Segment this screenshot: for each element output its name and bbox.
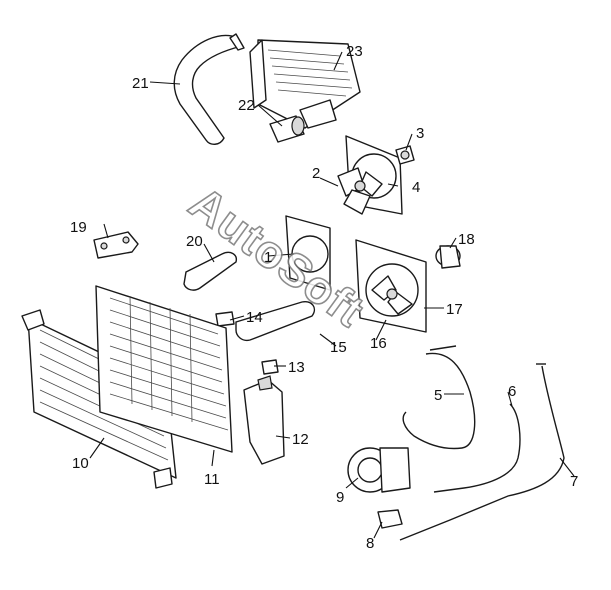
- part-fans-lower: [285, 215, 427, 333]
- leader-lines: [89, 51, 575, 539]
- part-ac-compressor: [347, 447, 411, 529]
- callout-3: 3: [416, 125, 424, 142]
- part-radiator: [95, 285, 233, 453]
- part-lower-hoses: [183, 251, 316, 342]
- callout-20: 20: [186, 233, 203, 250]
- callout-18: 18: [458, 231, 475, 248]
- part-bracket: [93, 231, 139, 259]
- callout-19: 19: [70, 219, 87, 236]
- callout-12: 12: [292, 431, 309, 448]
- callout-2: 2: [312, 165, 320, 182]
- callout-6: 6: [508, 383, 516, 400]
- callout-13: 13: [288, 359, 305, 376]
- part-coolant-reservoir: [243, 375, 285, 465]
- callout-4: 4: [412, 179, 420, 196]
- callout-17: 17: [446, 301, 463, 318]
- callout-14: 14: [246, 309, 263, 326]
- callout-21: 21: [132, 75, 149, 92]
- callout-22: 22: [238, 97, 255, 114]
- callout-11: 11: [204, 471, 220, 488]
- callout-8: 8: [366, 535, 374, 552]
- part-caps: [215, 311, 279, 375]
- watermark-text: AutoSoft: [180, 176, 374, 337]
- callout-16: 16: [370, 335, 387, 352]
- callout-23: 23: [346, 43, 363, 60]
- callout-1: 1: [264, 249, 272, 266]
- callout-9: 9: [336, 489, 344, 506]
- callout-15: 15: [330, 339, 347, 356]
- part-fan-motor: [435, 245, 461, 269]
- part-upper-hose: [173, 33, 245, 145]
- callout-10: 10: [72, 455, 89, 472]
- part-intercooler: [249, 39, 361, 129]
- callout-7: 7: [570, 473, 578, 490]
- callout-labels: 1 2 3 4 5 6 7 8 9 10 11 12 13 14 15 16 1…: [70, 43, 578, 552]
- part-fan-upper: [337, 135, 403, 215]
- part-ac-lines: [399, 345, 565, 541]
- callout-5: 5: [434, 387, 442, 404]
- part-motor-cap: [395, 145, 415, 165]
